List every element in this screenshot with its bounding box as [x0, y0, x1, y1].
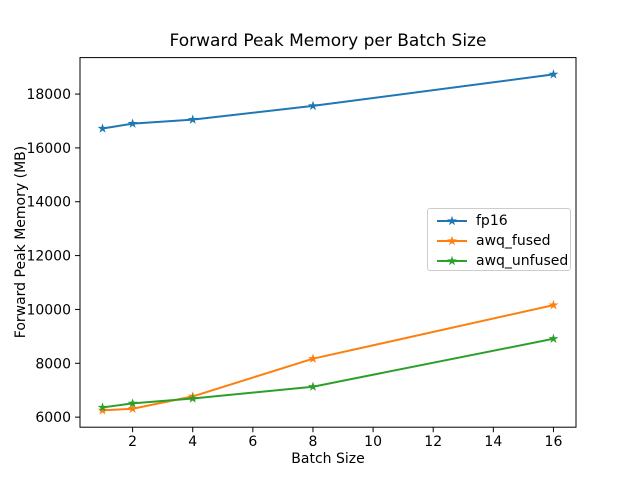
x-axis-label: Batch Size: [291, 451, 365, 467]
y-tick-label: 6000: [35, 410, 71, 426]
series-line: [101, 73, 555, 130]
star-marker-icon: [97, 402, 108, 412]
legend-item-awq-fused: awq_fused: [436, 231, 570, 251]
star-marker-icon: [187, 393, 198, 403]
series-awq_unfused: [97, 333, 559, 412]
legend-label: awq_unfused: [476, 253, 569, 269]
series-fp16: [97, 69, 559, 133]
star-marker-icon: [127, 403, 138, 413]
y-tick-label: 12000: [26, 249, 71, 265]
y-tick-label: 10000: [26, 302, 71, 318]
legend-line-sample-icon: [437, 215, 467, 226]
series-line: [101, 337, 555, 409]
legend-line-sample-icon: [437, 255, 467, 266]
star-marker-icon: [97, 405, 108, 415]
y-axis-ticks: 6000 8000 10000 12000 14000 16000 18000: [26, 87, 80, 426]
star-marker-icon: [127, 118, 138, 128]
x-tick-label: 12: [424, 434, 442, 450]
x-tick-label: 16: [545, 434, 563, 450]
y-tick-label: 18000: [26, 87, 71, 103]
star-marker-icon: [97, 123, 108, 133]
x-tick-label: 10: [364, 434, 382, 450]
star-marker-icon: [308, 353, 318, 363]
series-line: [101, 304, 555, 412]
y-axis-label: Forward Peak Memory (MB): [13, 145, 29, 339]
y-tick-label: 14000: [26, 195, 71, 211]
star-marker-icon: [187, 114, 198, 124]
x-tick-label: 4: [188, 434, 197, 450]
x-tick-label: 8: [309, 434, 318, 450]
legend-label: fp16: [476, 213, 508, 229]
axes-spines: [79, 57, 577, 428]
x-tick-label: 6: [248, 434, 257, 450]
star-marker-icon: [308, 100, 318, 111]
star-marker-icon: [548, 299, 559, 310]
x-tick-label: 2: [128, 434, 137, 450]
legend-label: awq_fused: [476, 233, 551, 249]
legend-line-sample-icon: [437, 235, 467, 246]
series-awq_fused: [97, 299, 559, 415]
star-marker-icon: [127, 398, 138, 408]
star-marker-icon: [308, 381, 318, 391]
y-tick-label: 8000: [35, 356, 71, 372]
x-axis-ticks: 2 4 6 8 10 12 14 16: [128, 427, 562, 450]
y-tick-label: 16000: [26, 141, 71, 157]
x-tick-label: 14: [484, 434, 502, 450]
legend-item-fp16: fp16: [436, 211, 570, 231]
chart-title: Forward Peak Memory per Batch Size: [169, 31, 487, 51]
star-marker-icon: [548, 333, 559, 343]
legend-item-awq-unfused: awq_unfused: [436, 251, 570, 271]
star-marker-icon: [548, 69, 559, 79]
legend: fp16 awq_fused awq_unfused: [427, 208, 571, 271]
